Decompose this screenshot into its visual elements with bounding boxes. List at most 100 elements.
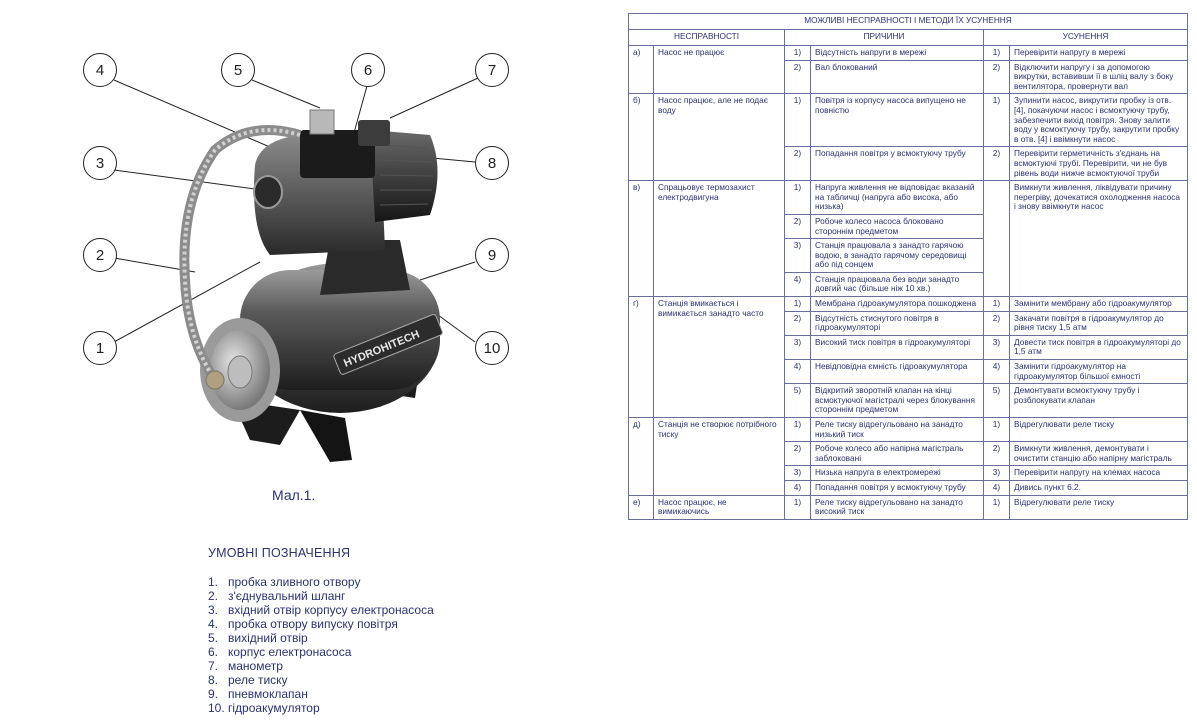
remedy-text: Відрегулювати реле тиску <box>1008 494 1189 520</box>
cause-text: Робоче колесо насоса блоковано стороннім… <box>810 213 984 240</box>
legend-item: 4. пробка отвору випуску повітря <box>208 617 434 631</box>
cause-text: Вал блокований <box>810 59 984 95</box>
legend-text: корпус електронасоса <box>228 645 352 659</box>
callout-1: 1 <box>83 331 117 365</box>
legend-item: 9.пневмоклапан <box>208 687 434 701</box>
table-row: б) Насос працює, але не подає воду 1) По… <box>628 93 1189 182</box>
cause-text: Відсутність стиснутого повітря в гідроак… <box>810 310 984 336</box>
cause-text: Робоче колесо або напірна магістраль заб… <box>810 441 984 467</box>
legend-num: 2. <box>208 589 219 603</box>
callout-10: 10 <box>475 331 509 365</box>
cause-num: 4) <box>784 359 811 385</box>
fault-letter: в) <box>628 180 654 298</box>
legend-text: гідроакумулятор <box>228 701 320 715</box>
cause-text: Попадання повітря у всмоктуючу трубу <box>810 146 984 182</box>
legend-item: 5. вихідний отвір <box>208 631 434 645</box>
header-faults: НЕСПРАВНОСТІ <box>628 29 785 46</box>
cause-num: 3) <box>784 238 811 273</box>
remedy-text: Замінити гідроакумулятор на гідроакумуля… <box>1008 359 1189 385</box>
legend-text: з'єднувальний шланг <box>228 589 346 603</box>
header-remedies: УСУНЕННЯ <box>982 29 1189 46</box>
cause-text: Станція працювала без води занадто довги… <box>810 271 984 298</box>
remedy-text: Дивись пункт 6.2. <box>1008 479 1189 496</box>
legend-text: пробка зливного отвору <box>228 575 361 589</box>
cause-num: 4) <box>784 271 811 298</box>
remedy-text: Перевірити напругу в мережі <box>1008 45 1189 61</box>
cause-num: 1) <box>784 296 811 312</box>
legend-item: 8. реле тиску <box>208 673 434 687</box>
cause-text: Реле тиску відрегульовано на занадто вис… <box>810 494 984 520</box>
table-row: 2) Попадання повітря у всмоктуючу трубу … <box>629 146 1189 182</box>
callout-9: 9 <box>475 238 509 272</box>
remedy-num <box>983 180 1010 298</box>
remedy-text: Вимкнути живлення, ліквідувати причину п… <box>1008 180 1189 298</box>
legend-text: вхідний отвір корпусу електронасоса <box>228 603 434 617</box>
fault-letter: д) <box>628 417 654 496</box>
table-row: 2) Робоче колесо насоса блоковано сторон… <box>629 213 1188 240</box>
remedy-text: Замінити мембрану або гідроакумулятор <box>1008 296 1189 312</box>
cause-text: Низька напруга в електромережі <box>810 465 984 481</box>
cause-text: Станція працювала з занадто гарячою водо… <box>810 238 984 273</box>
fault-letter: г) <box>628 296 654 418</box>
cause-num: 3) <box>784 334 811 361</box>
fault-text: Насос працює, але не подає воду <box>653 93 785 182</box>
cause-num: 1) <box>784 45 811 61</box>
cause-text: Відкритий зворотній клапан на кінці всмо… <box>810 383 984 418</box>
table-row: 2) Робоче колесо або напірна магістраль … <box>629 441 1189 467</box>
legend-text: вихідний отвір <box>228 631 308 645</box>
legend-num: 7. <box>208 659 219 673</box>
fault-text: Станція не створює потрібного тиску <box>653 417 785 496</box>
callout-8: 8 <box>475 146 509 180</box>
fault-letter: е) <box>628 494 654 520</box>
table-row: 4) Станція працювала без води занадто до… <box>629 271 1188 298</box>
cause-text: Мембрана гідроакумулятора пошкоджена <box>810 296 984 312</box>
cause-num: 1) <box>784 93 811 148</box>
table-title: МОЖЛИВІ НЕСПРАВНОСТІ І МЕТОДИ ЇХ УСУНЕНН… <box>627 13 1189 30</box>
table-row: г) Станція вмикається і вимикається зана… <box>628 296 1189 418</box>
remedy-text: Вимкнути живлення, демонтувати і очистит… <box>1008 441 1189 467</box>
legend-num: 1. <box>208 575 219 589</box>
remedy-num: 5) <box>983 383 1010 418</box>
callout-7: 7 <box>475 53 509 87</box>
legend-text: пробка отвору випуску повітря <box>228 617 398 631</box>
pump-illustration: HYDROHITECH <box>113 77 479 462</box>
callout-5: 5 <box>221 53 255 87</box>
remedy-text: Демонтувати всмоктуючу трубу і розблокув… <box>1008 383 1189 418</box>
cause-text: Напруга живлення не відповідає вказаній … <box>810 180 984 215</box>
cause-text: Високий тиск повітря в гідроакумуляторі <box>810 334 984 361</box>
legend-title: УМОВНІ ПОЗНАЧЕННЯ <box>208 546 351 560</box>
remedy-num: 2) <box>983 441 1010 467</box>
troubleshooting-table: МОЖЛИВІ НЕСПРАВНОСТІ І МЕТОДИ ЇХ УСУНЕНН… <box>627 13 1189 520</box>
legend-text: реле тиску <box>228 673 288 687</box>
table-row: 5) Відкритий зворотній клапан на кінці в… <box>629 383 1189 418</box>
table-row: в) Спрацьовує термозахист електродвигуна… <box>628 180 1189 298</box>
remedy-text: Перевірити герметичність з'єднань на всм… <box>1008 146 1189 182</box>
callout-2: 2 <box>83 238 117 272</box>
fault-text: Станція вмикається і вимикається занадто… <box>653 296 785 418</box>
legend-num: 10. <box>208 701 225 715</box>
legend-text: манометр <box>228 659 283 673</box>
figure-caption: Мал.1. <box>272 487 316 503</box>
legend-num: 4. <box>208 617 219 631</box>
legend-num: 5. <box>208 631 219 645</box>
cause-num: 1) <box>784 494 811 520</box>
remedy-num: 2) <box>983 59 1010 95</box>
remedy-num: 1) <box>983 494 1010 520</box>
remedy-text: Закачати повітря в гідроакумулятор до рі… <box>1008 310 1189 336</box>
remedy-num: 2) <box>983 146 1010 182</box>
pump-figure: HYDROHITECH 4 5 6 7 3 8 2 9 1 10 Мал.1. <box>83 53 509 715</box>
table-row: а) Насос не працює 1) Відсутність напруг… <box>628 44 1189 95</box>
fault-letter: а) <box>628 44 654 95</box>
remedy-num: 2) <box>983 310 1010 336</box>
legend-num: 8. <box>208 673 219 687</box>
table-row: 4) Невідповідна ємність гідроакумулятора… <box>629 359 1189 385</box>
cause-num: 2) <box>784 441 811 467</box>
remedy-text: Довести тиск повітря в гідроакумуляторі … <box>1008 334 1189 361</box>
table-row: 4) Попадання повітря у всмоктуючу трубу … <box>629 479 1189 496</box>
remedy-num: 1) <box>983 416 1010 443</box>
legend-num: 9. <box>208 687 219 701</box>
cause-text: Невідповідна ємність гідроакумулятора <box>810 359 984 385</box>
cause-num: 5) <box>784 383 811 418</box>
legend-item: 10.гідроакумулятор <box>208 701 434 715</box>
remedy-num: 3) <box>983 465 1010 481</box>
